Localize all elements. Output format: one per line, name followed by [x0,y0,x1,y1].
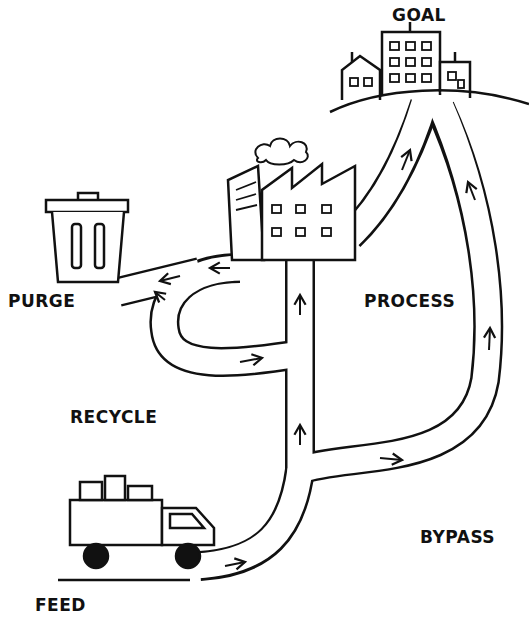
road-label: FEED [35,596,86,615]
purge-bin [46,193,128,282]
road-label: PURGE [8,292,75,311]
road-surface [114,100,488,566]
goal-city [330,22,529,112]
road-label: BYPASS [420,528,495,547]
feed-truck [70,476,214,568]
road-label: GOAL [392,6,446,25]
smoke-cloud [255,139,307,165]
flow-arrows [155,150,490,566]
road-label: RECYCLE [70,408,157,427]
road-edges [118,104,488,566]
road-label: PROCESS [364,292,455,311]
process-factory [228,164,355,260]
